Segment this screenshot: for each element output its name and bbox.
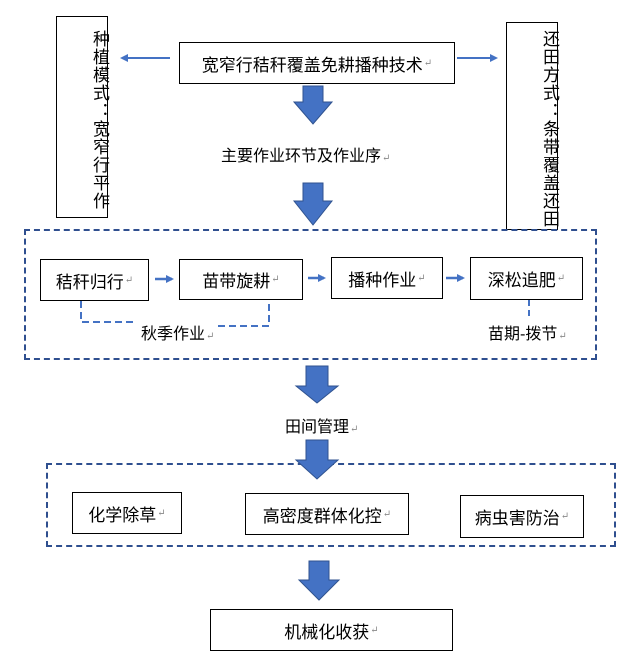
main-steps-label: 主要作业环节及作业序↵	[221, 146, 391, 165]
return-mode-text: 还田方式：条带覆盖还田	[539, 30, 559, 228]
operation-box-sowing: 播种作业↵	[331, 257, 443, 299]
field-management-label: 田间管理↵	[285, 417, 359, 436]
title-box: 宽窄行秸秆覆盖免耕播种技术↵	[179, 42, 455, 84]
planting-mode-box: 种植模式：宽窄行平作	[56, 16, 109, 218]
planting-mode-text: 种植模式：宽窄行平作	[89, 30, 109, 210]
block-arrow-2	[292, 182, 334, 226]
autumn-label: 秋季作业↵	[141, 324, 215, 343]
management-box-pest-control: 病虫害防治↵	[460, 495, 584, 538]
operation-box-subsoil-fertilize: 深松追肥↵	[470, 257, 583, 300]
operations-group	[24, 229, 597, 360]
title-text: 宽窄行秸秆覆盖免耕播种技术	[201, 55, 423, 76]
block-arrow-3	[294, 365, 340, 404]
return-mode-box: 还田方式：条带覆盖还田	[506, 22, 559, 230]
autumn-bracket	[80, 301, 133, 323]
block-arrow-5	[297, 560, 341, 601]
operation-box-strip-tillage: 苗带旋耕↵	[179, 259, 303, 300]
block-arrow-1	[292, 85, 334, 125]
harvest-box: 机械化收获↵	[210, 609, 453, 651]
management-box-herbicide: 化学除草↵	[72, 492, 182, 534]
block-arrow-4	[294, 439, 340, 480]
paragraph-mark: ↵	[423, 57, 433, 69]
management-box-density-control: 高密度群体化控↵	[245, 493, 409, 535]
operation-box-straw-row: 秸秆归行↵	[40, 259, 149, 301]
seedling-label: 苗期-拨节↵	[488, 324, 567, 343]
autumn-bracket-right	[218, 301, 270, 327]
